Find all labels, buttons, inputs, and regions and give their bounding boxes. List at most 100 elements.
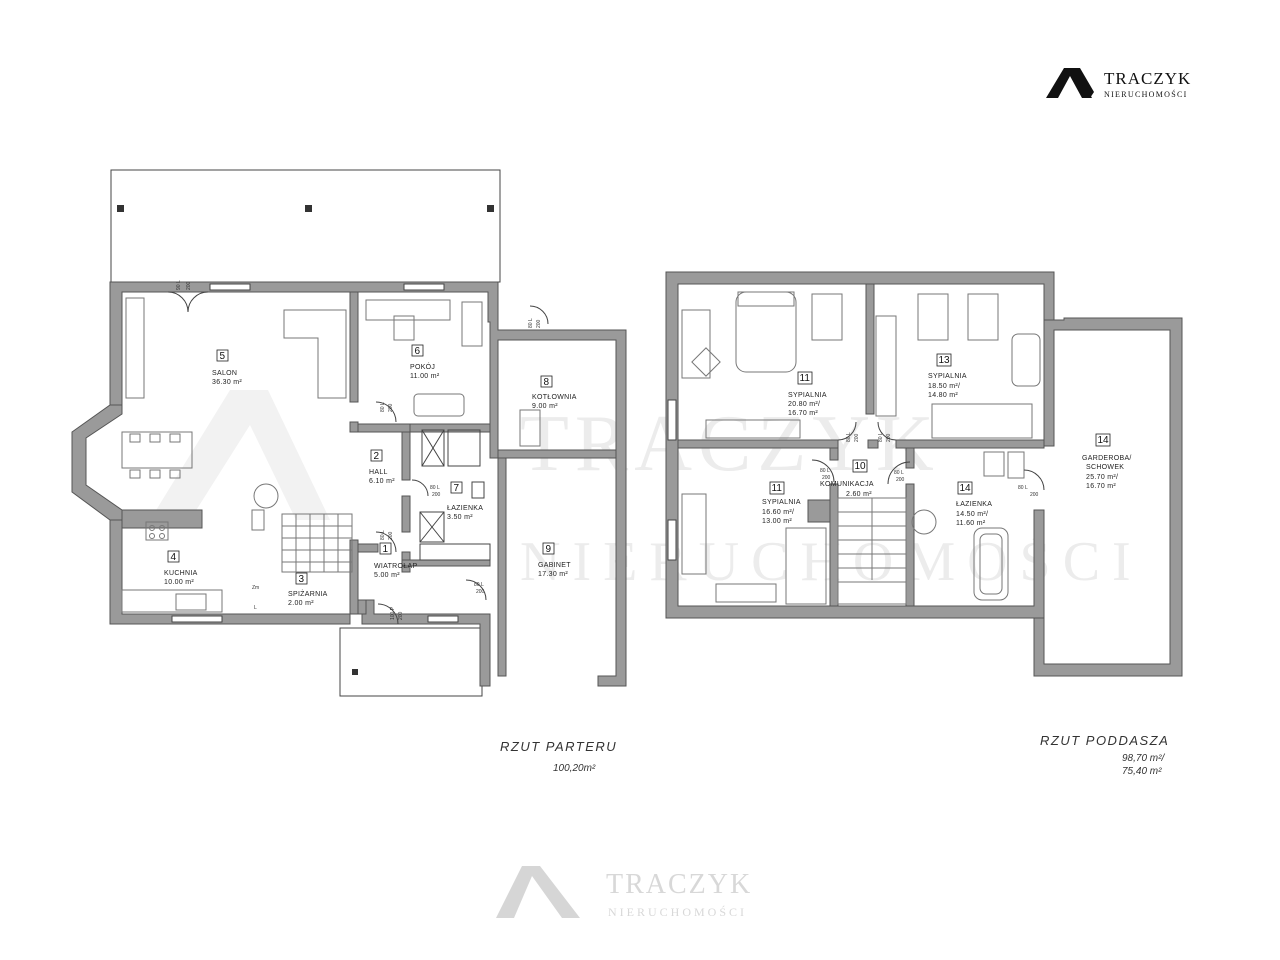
svg-text:SCHOWEK: SCHOWEK — [1086, 464, 1124, 471]
attic-area-line2: 75,40 m² — [1122, 766, 1162, 777]
svg-text:80 L: 80 L — [528, 318, 534, 328]
svg-text:3.50 m²: 3.50 m² — [447, 514, 473, 521]
svg-text:80 L: 80 L — [474, 582, 484, 588]
svg-text:14: 14 — [960, 483, 972, 494]
svg-text:GABINET: GABINET — [538, 562, 571, 569]
attic-title: RZUT PODDASZA — [1040, 733, 1169, 748]
ground-room-label-9: 9 GABINET 17.30 m² — [538, 542, 571, 578]
terrace — [110, 169, 501, 283]
svg-text:200: 200 — [854, 433, 860, 442]
ground-interior-walls — [121, 291, 617, 677]
svg-text:20.80 m²/: 20.80 m²/ — [788, 401, 820, 408]
svg-text:13.00 m²: 13.00 m² — [762, 518, 792, 525]
svg-text:200: 200 — [388, 403, 394, 412]
svg-text:6.10 m²: 6.10 m² — [369, 478, 395, 485]
attic-room-label-13: 13 SYPIALNIA 18.50 m²/ 14.80 m² — [928, 353, 967, 399]
ground-room-label-7: 7 ŁAZIENKA 3.50 m² — [447, 481, 483, 521]
svg-text:18.50 m²/: 18.50 m²/ — [928, 383, 960, 390]
svg-text:2.60 m²: 2.60 m² — [846, 491, 872, 498]
svg-text:2: 2 — [374, 451, 380, 462]
svg-text:11: 11 — [800, 373, 811, 384]
svg-text:80 L: 80 L — [430, 485, 440, 491]
entrance-porch — [339, 627, 483, 697]
brand-logo: TRACZYK NIERUCHOMOŚCI — [1046, 68, 1190, 99]
svg-text:POKÓJ: POKÓJ — [410, 362, 435, 371]
svg-text:200: 200 — [476, 589, 485, 595]
svg-text:HALL: HALL — [369, 469, 388, 476]
attic-door-labels: 80 L 200 80 L 200 80 L 200 80 L 200 80 L… — [820, 432, 1039, 498]
attic-room-label-10: 10 KOMUNIKACJA 2.60 m² — [820, 459, 874, 498]
attic-room-label-12: 11 SYPIALNIA 20.80 m²/ 16.70 m² — [788, 371, 827, 417]
svg-text:80 L: 80 L — [380, 402, 386, 412]
svg-text:14.50 m²/: 14.50 m²/ — [956, 511, 988, 518]
attic-interior-walls — [677, 283, 1045, 607]
ground-room-label-6: 6 POKÓJ 11.00 m² — [410, 344, 440, 380]
attic-doors — [811, 421, 1045, 491]
svg-text:200: 200 — [432, 492, 441, 498]
ground-room-label-8: 8 KOTŁOWNIA 9.00 m² — [532, 375, 577, 410]
attic-room-label-14-lazienka: 14 ŁAZIENKA 14.50 m²/ 11.60 m² — [956, 481, 992, 527]
svg-text:80 L: 80 L — [380, 530, 386, 540]
svg-text:25.70 m²/: 25.70 m²/ — [1086, 474, 1118, 481]
ground-room-label-2: 2 HALL 6.10 m² — [369, 449, 395, 485]
svg-text:9.00 m²: 9.00 m² — [532, 403, 558, 410]
ground-doors — [167, 291, 549, 625]
svg-text:90 L: 90 L — [176, 280, 182, 290]
svg-text:200: 200 — [536, 319, 542, 328]
svg-text:7: 7 — [454, 483, 460, 494]
svg-text:9: 9 — [546, 544, 552, 555]
svg-text:36.30 m²: 36.30 m² — [212, 379, 242, 386]
svg-text:11.60 m²: 11.60 m² — [956, 520, 986, 527]
watermark-bottom: TRACZYK NIERUCHOMOŚCI — [496, 866, 750, 919]
ground-floor-title: RZUT PARTERU — [500, 739, 617, 754]
attic-furniture — [681, 291, 1041, 605]
svg-text:200: 200 — [896, 477, 905, 483]
svg-text:SPIŻARNIA: SPIŻARNIA — [288, 589, 328, 598]
brand-subtitle: NIERUCHOMOŚCI — [1104, 89, 1188, 99]
ground-room-label-1: 1 WIATROŁAP 5.00 m² — [374, 542, 417, 579]
svg-text:200: 200 — [1030, 492, 1039, 498]
svg-text:16.70 m²: 16.70 m² — [788, 410, 818, 417]
svg-text:KUCHNIA: KUCHNIA — [164, 570, 198, 577]
svg-text:SALON: SALON — [212, 370, 237, 377]
svg-text:5.00 m²: 5.00 m² — [374, 572, 400, 579]
svg-text:11: 11 — [772, 483, 783, 494]
svg-text:KOTŁOWNIA: KOTŁOWNIA — [532, 394, 577, 401]
svg-text:80 L: 80 L — [820, 468, 830, 474]
svg-text:80 L: 80 L — [894, 470, 904, 476]
svg-text:KOMUNIKACJA: KOMUNIKACJA — [820, 481, 874, 488]
svg-text:14.80 m²: 14.80 m² — [928, 392, 958, 399]
attic-room-label-14-garderoba: 14 GARDEROBA/ SCHOWEK 25.70 m²/ 16.70 m² — [1082, 433, 1131, 490]
svg-text:8: 8 — [544, 377, 550, 388]
svg-text:80 L: 80 L — [846, 432, 852, 442]
svg-text:L: L — [254, 605, 257, 611]
svg-text:4: 4 — [171, 552, 177, 563]
svg-text:13: 13 — [939, 355, 951, 366]
svg-text:11.00 m²: 11.00 m² — [410, 373, 440, 380]
garderoba-walls — [1033, 317, 1183, 677]
attic-room-label-11: 11 SYPIALNIA 16.60 m²/ 13.00 m² — [762, 481, 801, 525]
svg-text:SYPIALNIA: SYPIALNIA — [762, 499, 801, 506]
svg-text:200: 200 — [822, 475, 831, 481]
svg-text:SYPIALNIA: SYPIALNIA — [788, 392, 827, 399]
svg-text:ŁAZIENKA: ŁAZIENKA — [447, 505, 483, 512]
svg-text:80 L: 80 L — [1018, 485, 1028, 491]
svg-text:100 P: 100 P — [390, 606, 396, 620]
watermark-large: TRACZYK NIERUCHOMOŚCI — [150, 390, 1131, 593]
attic-plan: 80 L 200 80 L 200 80 L 200 80 L 200 80 L… — [665, 271, 1183, 777]
svg-text:10.00 m²: 10.00 m² — [164, 579, 194, 586]
ground-room-label-3: 3 SPIŻARNIA 2.00 m² — [288, 572, 328, 607]
svg-text:5: 5 — [220, 351, 226, 362]
svg-text:17.30 m²: 17.30 m² — [538, 571, 568, 578]
svg-text:16.60 m²/: 16.60 m²/ — [762, 509, 794, 516]
svg-text:16.70 m²: 16.70 m² — [1086, 483, 1116, 490]
brand-logo-icon — [1046, 68, 1092, 98]
svg-text:Zm: Zm — [252, 585, 259, 591]
svg-text:200: 200 — [886, 433, 892, 442]
ground-door-labels: 90 L 200 80 L 200 80 L 200 80 L 200 100 … — [176, 280, 542, 620]
ground-stairs — [281, 513, 353, 573]
attic-stairs — [837, 497, 907, 605]
svg-text:14: 14 — [1098, 435, 1110, 446]
svg-text:WIATROŁAP: WIATROŁAP — [374, 563, 417, 570]
